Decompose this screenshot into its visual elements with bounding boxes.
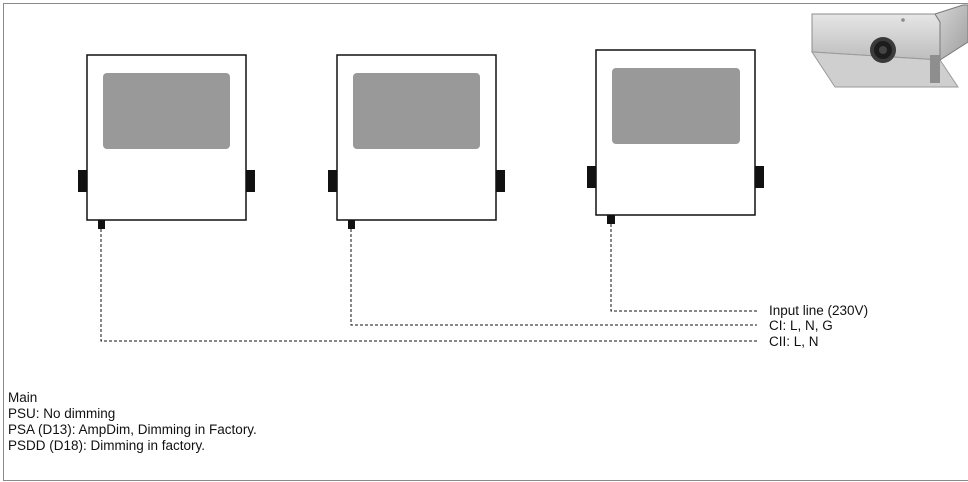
floodlight-3-cable-gland: [607, 215, 615, 224]
connector-photo: [805, 4, 968, 88]
series-notes: Main PSU: No dimming PSA (D13): AmpDim, …: [8, 390, 257, 454]
floodlight-2-bracket-left: [328, 170, 337, 192]
floodlight-3-lens: [612, 68, 740, 144]
floodlight-1-bracket-right: [246, 170, 255, 192]
cii-line-label: CII: L, N: [769, 334, 819, 349]
cii-line-wire: [100, 229, 757, 342]
floodlight-2-bracket-right: [496, 170, 505, 192]
input-line-label: Input line (230V): [769, 303, 868, 318]
floodlight-2-lens: [353, 73, 480, 149]
floodlight-1-bracket-left: [78, 170, 87, 192]
floodlight-3: [587, 49, 764, 224]
ci-line-wire: [350, 229, 757, 326]
floodlight-1-cable-gland: [98, 220, 105, 229]
floodlight-1-lens: [103, 73, 230, 149]
floodlight-3-bracket-right: [755, 166, 764, 188]
notes-heading: Main: [8, 390, 38, 405]
note-psdd: PSDD (D18): Dimming in factory.: [8, 438, 206, 453]
ci-line-label: CI: L, N, G: [769, 318, 833, 333]
note-psu: PSU: No dimming: [8, 406, 116, 421]
floodlight-2: [328, 54, 505, 229]
floodlight-3-bracket-left: [587, 166, 596, 188]
diagram-frame: [3, 3, 968, 481]
input-line-wire: [610, 224, 757, 312]
floodlight-1: [78, 54, 255, 229]
floodlight-2-cable-gland: [348, 220, 355, 229]
note-psa: PSA (D13): AmpDim, Dimming in Factory.: [8, 422, 257, 437]
